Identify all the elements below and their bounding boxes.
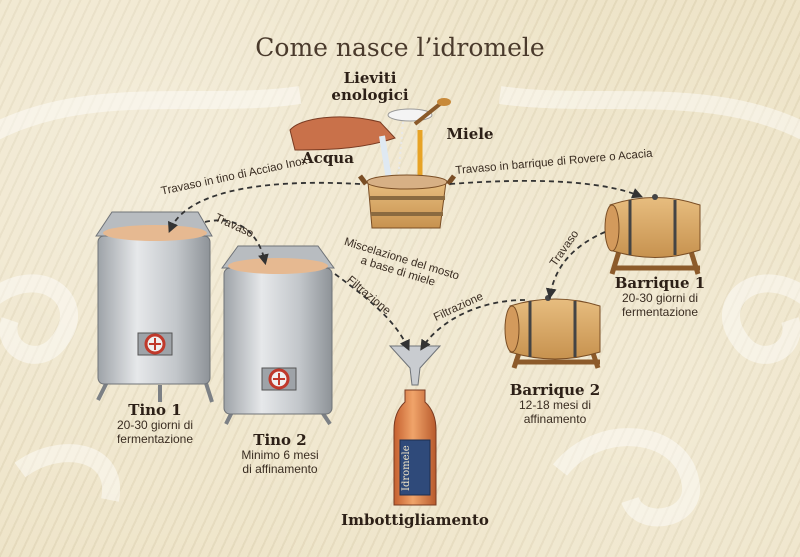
arrow-barrique2-to-funnel xyxy=(420,299,526,351)
barrique1-name: Barrique 1 xyxy=(614,274,706,292)
tino1-steel-tank xyxy=(95,211,214,403)
bottling-label: Imbottigliamento xyxy=(341,511,489,529)
barrique2-name: Barrique 2 xyxy=(509,381,601,399)
bottle-label: Idromele xyxy=(401,445,412,491)
tino2-desc-line2: di affinamento xyxy=(242,462,318,477)
barrique1-desc-line2: fermentazione xyxy=(621,305,699,320)
barrique1-block: Barrique 1 20-30 giorni di fermentazione xyxy=(605,274,715,320)
tino1-block: Tino 1 20-30 giorni di fermentazione xyxy=(105,401,205,447)
barrique2-desc-line2: affinamento xyxy=(523,412,587,427)
arrow-to-tino1 xyxy=(168,181,361,233)
barrique2-desc-line1: 12-18 mesi di xyxy=(518,398,592,413)
arrow-tino1-to-tino2 xyxy=(204,219,269,266)
barrique2-barrel xyxy=(504,295,601,369)
barrique1-barrel xyxy=(604,194,701,275)
yeast-label: Lieviti enologici xyxy=(331,69,409,105)
tino2-desc-line1: Minimo 6 mesi xyxy=(241,448,319,463)
arrow-barrique1-to-barrique2 xyxy=(545,231,606,300)
tino1-desc-line2: fermentazione xyxy=(116,432,194,447)
funnel-and-bottle xyxy=(388,345,442,506)
water-label: Acqua xyxy=(302,149,354,167)
tino1-desc-line1: 20-30 giorni di xyxy=(116,418,194,433)
honey-label: Miele xyxy=(446,125,494,143)
arrow-to-barrique1 xyxy=(449,180,644,199)
flow-arrows xyxy=(168,180,644,351)
tino1-name: Tino 1 xyxy=(128,401,182,419)
mixing-vat xyxy=(289,98,456,229)
tino2-block: Tino 2 Minimo 6 mesi di affinamento xyxy=(230,431,330,477)
barrique1-desc-line1: 20-30 giorni di xyxy=(621,291,699,306)
tino2-name: Tino 2 xyxy=(253,431,307,449)
background-swirls xyxy=(0,86,800,527)
barrique2-block: Barrique 2 12-18 mesi di affinamento xyxy=(495,381,615,427)
arrow-tino2-to-funnel xyxy=(334,273,410,351)
tino2-steel-tank xyxy=(221,245,335,426)
page-title: Come nasce l’idromele xyxy=(255,33,545,62)
